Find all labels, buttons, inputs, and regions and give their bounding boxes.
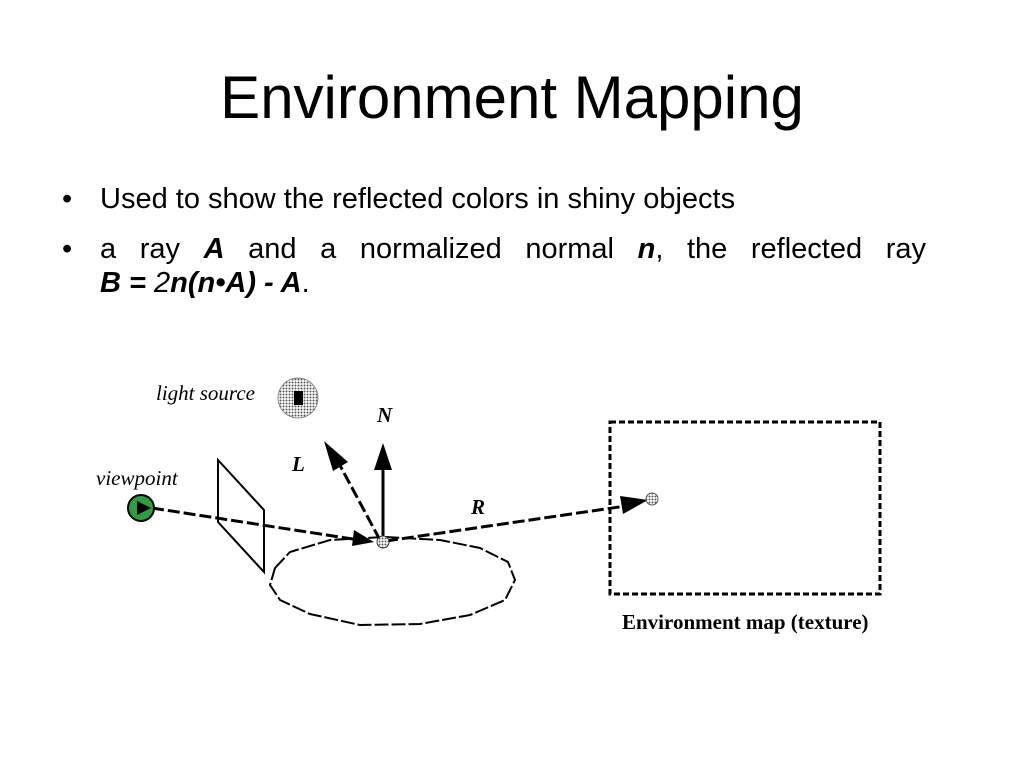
environment-map-label: Environment map (texture) — [622, 610, 869, 634]
normal-arrowhead — [374, 443, 392, 470]
image-plane — [217, 457, 265, 575]
viewpoint-arrow — [137, 501, 151, 515]
bullet-item-1: • Used to show the reflected colors in s… — [56, 182, 926, 216]
formula-two: 2 — [154, 267, 171, 299]
bullet-2-line-2: B = 2n(n•A) - A. — [100, 266, 926, 300]
light-source-label: light source — [156, 381, 255, 405]
bullet-2-line-1: a ray A and a normalized normal n, the r… — [100, 232, 926, 266]
environment-map-frame — [608, 420, 882, 596]
reflected-ray — [385, 504, 627, 543]
reflected-vector-label: R — [470, 495, 485, 519]
bullet-2-text-a: a ray — [100, 233, 204, 265]
bullet-2-text-b: and a normalized normal — [224, 233, 638, 265]
reflected-arrowhead — [620, 496, 648, 514]
bullet-glyph: • — [62, 183, 73, 215]
bullet-item-2: • a ray A and a normalized normal n, the… — [56, 232, 926, 300]
formula-b-eq: B = — [100, 267, 154, 299]
light-vector — [334, 457, 382, 541]
bullet-2-text-c: , the reflected ray — [655, 233, 926, 265]
light-arrowhead — [324, 441, 348, 471]
normal-n-symbol: n — [637, 233, 656, 265]
bullet-text-1: Used to show the reflected colors in shi… — [100, 183, 736, 215]
formula-body: n(n•A) - A — [170, 267, 302, 299]
surface-point — [376, 535, 390, 549]
incident-ray-arrowhead — [352, 530, 374, 546]
normal-label: N — [376, 403, 393, 427]
reflective-surface — [268, 535, 517, 627]
bullet-list: • Used to show the reflected colors in s… — [56, 182, 926, 316]
formula-period: . — [301, 267, 310, 299]
viewpoint-label: viewpoint — [96, 466, 179, 490]
bullet-glyph: • — [62, 233, 73, 265]
light-vector-label: L — [291, 452, 305, 476]
env-map-hit-point — [645, 492, 659, 506]
light-source-core — [294, 391, 303, 405]
incident-ray — [151, 506, 373, 544]
ray-a-symbol: A — [203, 233, 225, 265]
slide-title: Environment Mapping — [220, 64, 804, 131]
